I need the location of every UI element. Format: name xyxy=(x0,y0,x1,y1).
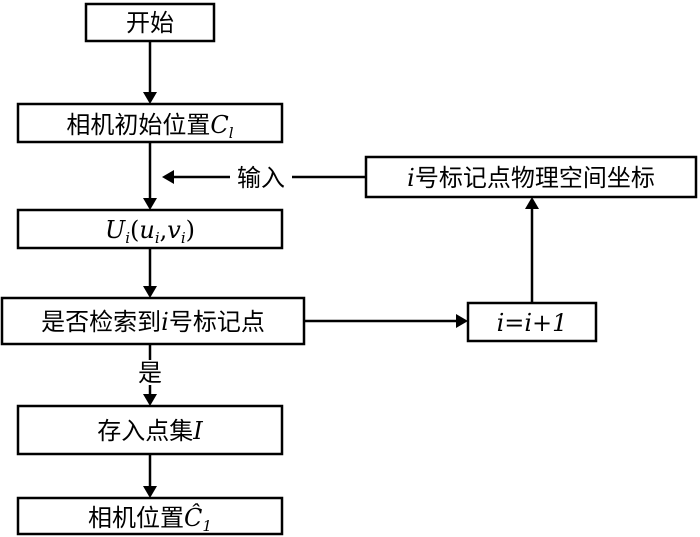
arrowhead xyxy=(143,394,157,406)
camera-initial-position-label: 相机初始位置Cl xyxy=(66,111,233,142)
arrowhead xyxy=(162,170,174,184)
arrowhead xyxy=(143,286,157,298)
edge-store-to-camera-final xyxy=(143,454,157,498)
camera-final-position-node: 相机位置Ĉ1 xyxy=(16,496,284,536)
arrowhead xyxy=(525,197,539,209)
edge-increment-to-physical-coordinate xyxy=(525,197,539,303)
edge-physical-coordinate-to-flow: 输入 xyxy=(162,164,366,192)
physical-coordinate-node: i号标记点物理空间坐标 xyxy=(364,155,698,199)
edge-camera-initial-to-observation xyxy=(143,142,157,210)
arrowhead xyxy=(143,92,157,104)
store-label: 存入点集I xyxy=(97,417,203,445)
observation-node: Ui(ui,vi) xyxy=(16,208,284,250)
decision-node: 是否检索到i号标记点 xyxy=(0,296,306,346)
edge-decision-to-increment xyxy=(304,314,468,328)
yes-label: 是 xyxy=(138,359,162,387)
arrowhead xyxy=(456,314,468,328)
decision-label: 是否检索到i号标记点 xyxy=(41,308,265,336)
camera-initial-position-node: 相机初始位置Cl xyxy=(16,102,284,144)
arrowhead xyxy=(143,198,157,210)
start-label: 开始 xyxy=(126,9,174,37)
edge-observation-to-decision xyxy=(143,248,157,298)
edge-decision-to-store: 是 xyxy=(138,344,162,406)
arrowhead xyxy=(143,486,157,498)
start-node: 开始 xyxy=(84,2,216,43)
edge-start-to-camera-initial xyxy=(143,41,157,104)
increment-node: i=i+1 xyxy=(466,301,598,343)
physical-coordinate-label: i号标记点物理空间坐标 xyxy=(407,164,655,192)
camera-final-position-label: 相机位置Ĉ1 xyxy=(88,503,212,535)
store-node: 存入点集I xyxy=(16,404,284,456)
observation-label: Ui(ui,vi) xyxy=(105,216,195,247)
increment-label: i=i+1 xyxy=(497,309,568,337)
input-label: 输入 xyxy=(237,164,285,192)
